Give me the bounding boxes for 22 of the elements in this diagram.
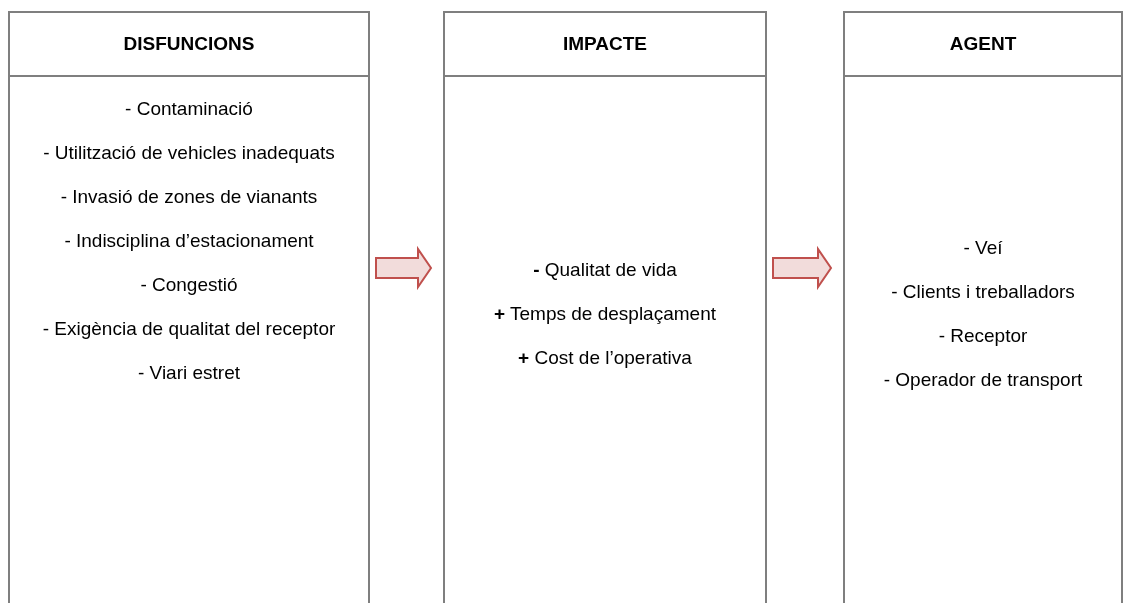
- list-item: - Clients i treballadors: [891, 280, 1075, 304]
- list-item: - Indisciplina d’estacionament: [64, 229, 314, 253]
- list-item: + Temps de desplaçament: [494, 302, 716, 326]
- list-item: + Cost de l’operativa: [518, 346, 692, 370]
- column-box: [843, 11, 1123, 603]
- column-box: [443, 11, 767, 603]
- list-item: - Invasió de zones de vianants: [60, 185, 318, 209]
- list-item: - Receptor: [938, 324, 1028, 348]
- list-item: - Exigència de qualitat del receptor: [42, 317, 336, 341]
- column-box: [8, 11, 370, 603]
- column-heading: DISFUNCIONS: [123, 33, 255, 55]
- column-heading: AGENT: [949, 33, 1017, 55]
- list-item: - Operador de transport: [883, 368, 1083, 392]
- list-item: - Viari estret: [137, 361, 241, 385]
- block-arrow: [772, 245, 833, 291]
- list-item: - Veí: [963, 236, 1003, 260]
- list-item: - Contaminació: [125, 97, 253, 121]
- list-item: - Utilització de vehicles inadequats: [43, 141, 335, 165]
- block-arrow: [375, 245, 433, 291]
- list-item: - Congestió: [140, 273, 238, 297]
- list-item: - Qualitat de vida: [533, 258, 677, 282]
- column-heading: IMPACTE: [562, 33, 648, 55]
